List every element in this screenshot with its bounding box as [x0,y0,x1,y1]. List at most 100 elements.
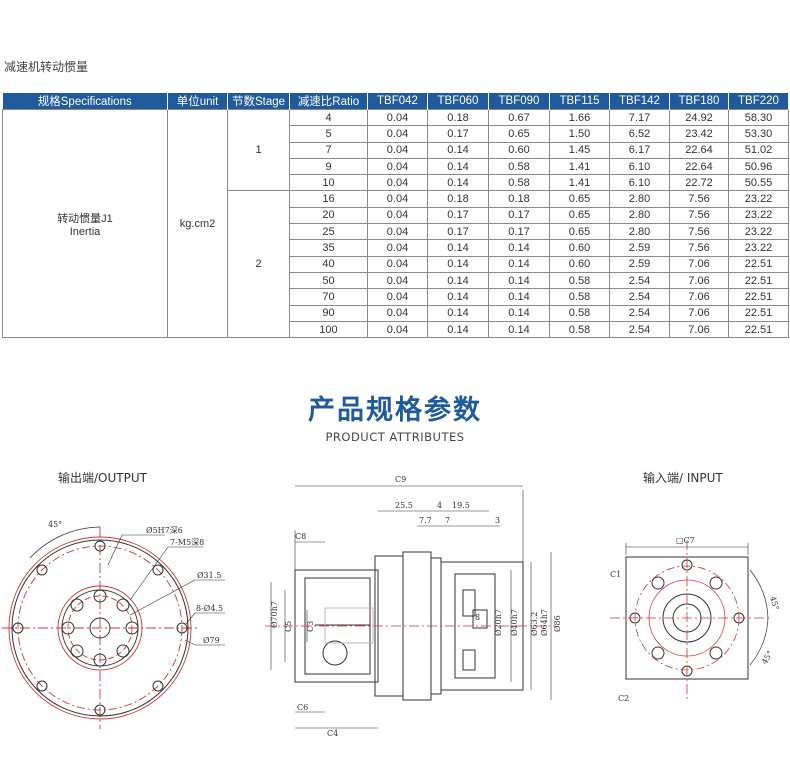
inertia-value-cell: 6.52 [609,125,670,143]
inertia-value-cell: 0.04 [367,157,428,176]
inertia-value-cell: 0.67 [488,108,550,127]
dim-7-7: 7.7 [419,516,432,525]
dim-c8: C8 [295,532,306,541]
inertia-value-cell: 0.04 [367,288,428,306]
ratio-cell: 4 [289,108,368,127]
inertia-value-cell: 2.54 [609,288,670,306]
section-title: 产品规格参数 [308,395,482,426]
header-tbf090: TBF090 [488,93,550,110]
inertia-value-cell: 0.14 [427,239,489,257]
dim-8: 8 [475,613,480,622]
input-angle1-label: 45° [768,595,780,611]
table-caption: 减速机转动惯量 [4,60,89,74]
inertia-value-cell: 2.54 [609,304,670,322]
inertia-value-cell: 0.65 [549,206,610,225]
table-header-row: 规格Specifications 单位unit 节数Stage 减速比Ratio… [2,93,789,110]
inertia-value-cell: 23.22 [728,190,789,208]
ratio-cell: 7 [289,141,368,159]
inertia-value-cell: 23.22 [728,223,789,241]
inertia-value-cell: 1.41 [549,157,610,176]
inertia-value-cell: 0.04 [367,271,428,290]
output-view-drawing: 45° Ø5H7深6 7-M5深8 Ø31.5 8-Ø4.5 Ø79 [2,520,225,729]
inertia-value-cell: 0.18 [427,108,489,127]
inertia-value-cell: 7.56 [669,206,729,225]
inertia-value-cell: 0.04 [367,141,428,159]
dim-25-5: 25.5 [395,501,413,510]
output-hole1-label: Ø5H7深6 [146,526,183,535]
inertia-value-cell: 7.56 [669,239,729,257]
inertia-value-cell: 0.04 [367,108,428,127]
header-specifications: 规格Specifications [2,93,168,110]
inertia-value-cell: 0.14 [488,288,550,306]
inertia-value-cell: 51.02 [728,141,789,159]
inertia-value-cell: 0.58 [549,304,610,322]
inertia-value-cell: 0.04 [367,125,428,143]
inertia-value-cell: 0.14 [488,320,550,339]
dim-19-5: 19.5 [452,501,470,510]
inertia-value-cell: 2.80 [609,206,670,225]
inertia-value-cell: 0.17 [427,223,489,241]
inertia-value-cell: 0.18 [488,190,550,208]
inertia-value-cell: 0.17 [427,125,489,143]
inertia-value-cell: 0.58 [549,288,610,306]
inertia-value-cell: 0.17 [427,206,489,225]
dim-c3: C3 [306,621,315,632]
inertia-value-cell: 6.17 [609,141,670,159]
input-c7-label: □C7 [676,536,695,545]
inertia-value-cell: 7.06 [669,304,729,322]
ratio-cell: 10 [289,174,368,192]
inertia-value-cell: 0.58 [549,320,610,339]
inertia-value-cell: 0.14 [427,271,489,290]
inertia-value-cell: 0.58 [488,157,550,176]
inertia-value-cell: 50.96 [728,157,789,176]
inertia-value-cell: 2.59 [609,255,670,273]
inertia-value-cell: 22.64 [669,157,729,176]
inertia-value-cell: 0.04 [367,255,428,273]
ratio-cell: 25 [289,223,368,241]
output-pcd-label: Ø31.5 [197,571,221,580]
ratio-cell: 50 [289,271,368,290]
ratio-cell: 16 [289,190,368,208]
inertia-value-cell: 0.04 [367,320,428,339]
inertia-value-cell: 7.06 [669,288,729,306]
inertia-value-cell: 0.14 [488,304,550,322]
inertia-value-cell: 7.06 [669,320,729,339]
input-view-drawing: □C7 C1 C2 45° 45° [610,536,780,703]
inertia-value-cell: 22.64 [669,141,729,159]
inertia-value-cell: 7.56 [669,190,729,208]
inertia-value-cell: 1.45 [549,141,610,159]
inertia-value-cell: 0.17 [488,206,550,225]
inertia-value-cell: 0.04 [367,223,428,241]
header-tbf060: TBF060 [427,93,489,110]
inertia-value-cell: 0.14 [427,141,489,159]
inertia-value-cell: 23.42 [669,125,729,143]
inertia-value-cell: 0.14 [427,288,489,306]
inertia-value-cell: 6.10 [609,157,670,176]
inertia-value-cell: 24.92 [669,108,729,127]
inertia-value-cell: 22.51 [728,255,789,273]
inertia-value-cell: 0.14 [488,271,550,290]
input-angle2-label: 45° [760,649,775,666]
dim-4: 4 [437,501,442,510]
inertia-value-cell: 2.80 [609,190,670,208]
ratio-cell: 70 [289,288,368,306]
stage-1-cell: 1 [227,108,290,192]
inertia-value-cell: 0.18 [427,190,489,208]
inertia-value-cell: 1.66 [549,108,610,127]
dim-d64: Ø64h7 [540,609,549,636]
inertia-value-cell: 22.51 [728,288,789,306]
inertia-value-cell: 1.50 [549,125,610,143]
inertia-value-cell: 22.51 [728,320,789,339]
header-tbf180: TBF180 [669,93,729,110]
ratio-cell: 40 [289,255,368,273]
ratio-cell: 90 [289,304,368,322]
inertia-table: 规格Specifications 单位unit 节数Stage 减速比Ratio… [2,93,789,339]
header-tbf220: TBF220 [728,93,789,110]
inertia-value-cell: 0.14 [488,255,550,273]
side-view-drawing: C9 25.5 4 19.5 7.7 7 3 C8 Ø70h7 C5 C3 8 … [265,475,562,738]
output-angle-label: 45° [48,520,62,529]
